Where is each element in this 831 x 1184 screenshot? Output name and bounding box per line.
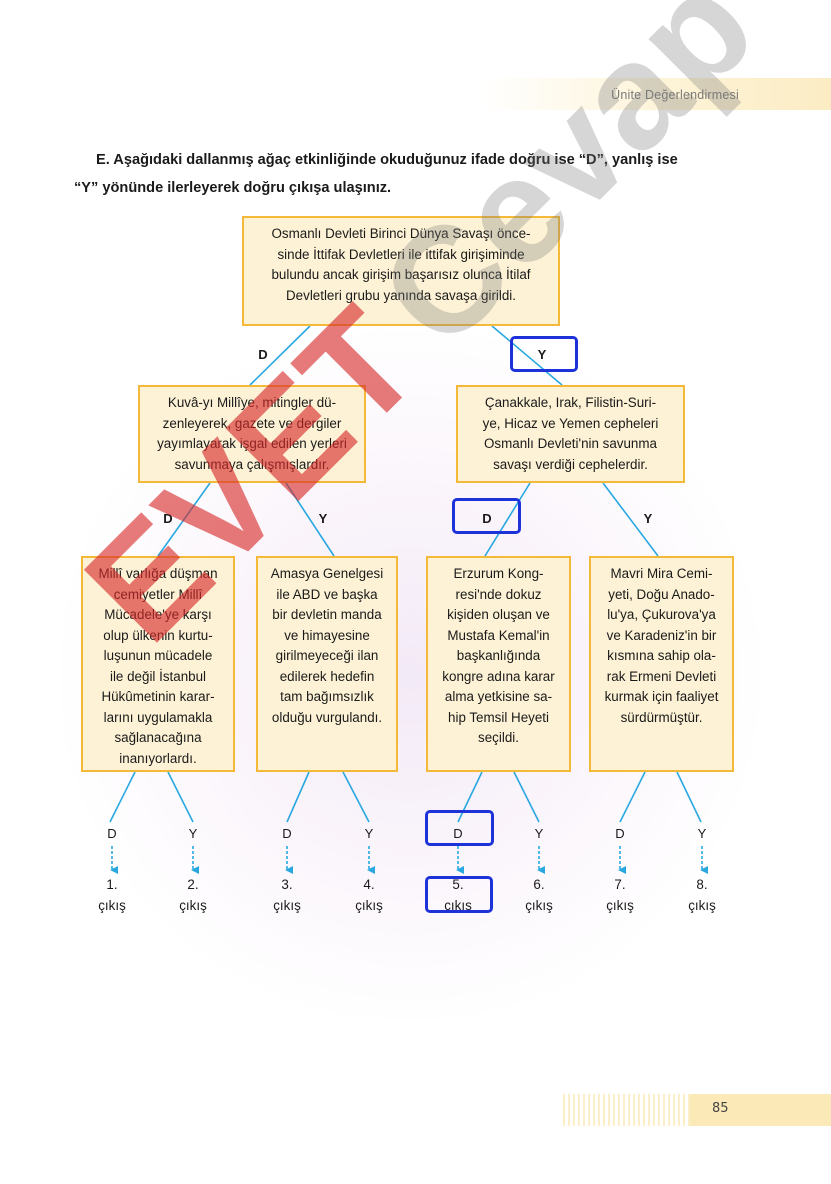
answer-highlight-root-y <box>510 336 578 372</box>
connector-exit-6 <box>513 771 540 823</box>
exit-branch-6: Y <box>534 826 544 841</box>
instruction-line-1: E. Aşağıdaki dallanmış ağaç etkinliğinde… <box>96 152 678 168</box>
connector-root-d <box>249 325 311 386</box>
branch-label-1b-d: D <box>482 511 492 526</box>
connector-l1b-d <box>484 482 531 557</box>
root-statement-box: Osmanlı Devleti Birinci Dünya Savaşı önc… <box>242 216 560 326</box>
branch-label-root-d: D <box>258 347 268 362</box>
connector-exit-3 <box>286 771 310 823</box>
branch-label-1a-y: Y <box>318 511 328 526</box>
exit-branch-7: D <box>615 826 625 841</box>
connector-l1a-y <box>285 482 335 557</box>
statement-box-2c: Erzurum Kong- resi'nde dokuz kişiden olu… <box>426 556 571 772</box>
section-title: Ünite Değerlendirmesi <box>611 88 739 102</box>
connector-exit-5 <box>457 771 483 823</box>
footer-band-solid <box>690 1094 831 1126</box>
exit-branch-2: Y <box>188 826 198 841</box>
connector-l1b-y <box>602 482 659 557</box>
connector-exit-7 <box>619 771 646 823</box>
exit-8: 8. çıkış <box>688 877 716 913</box>
branch-label-1a-d: D <box>163 511 173 526</box>
answer-highlight-exit-5 <box>425 876 493 913</box>
exit-branch-4: Y <box>364 826 374 841</box>
connector-exit-4 <box>342 771 370 823</box>
connector-l1a-d <box>157 482 211 557</box>
exit-5: 5. çıkış <box>444 877 472 913</box>
connector-exit-8 <box>676 771 702 823</box>
header-band <box>480 78 831 110</box>
connector-exit-2 <box>167 771 194 823</box>
statement-box-1a: Kuvâ-yı Millîye, mitingler dü- zenleyere… <box>138 385 366 483</box>
exit-6: 6. çıkış <box>525 877 553 913</box>
branch-label-1b-y: Y <box>643 511 653 526</box>
exit-4: 4. çıkış <box>355 877 383 913</box>
statement-box-2d: Mavri Mira Cemi- yeti, Doğu Anado- lu'ya… <box>589 556 734 772</box>
branch-label-root-y: Y <box>537 347 547 362</box>
answer-highlight-exit-d <box>425 810 494 846</box>
exit-branch-8: Y <box>697 826 707 841</box>
instruction-line-2: “Y” yönünde ilerleyerek doğru çıkışa ula… <box>74 180 392 196</box>
exit-branch-5: D <box>453 826 463 841</box>
exit-2: 2. çıkış <box>179 877 207 913</box>
exit-7: 7. çıkış <box>606 877 634 913</box>
exit-branch-1: D <box>107 826 117 841</box>
statement-box-2b: Amasya Genelgesi ile ABD ve başka bir de… <box>256 556 398 772</box>
connector-root-y <box>491 325 563 386</box>
connector-exit-1 <box>109 771 136 823</box>
statement-box-1b: Çanakkale, Irak, Filistin-Suri- ye, Hica… <box>456 385 685 483</box>
statement-box-2a: Millî varlığa düşman cemiyetler Millî Mü… <box>81 556 235 772</box>
instruction: E. Aşağıdaki dallanmış ağaç etkinliğinde… <box>74 146 754 202</box>
page-number: 85 <box>712 1101 729 1116</box>
exit-1: 1. çıkış <box>98 877 126 913</box>
exit-3: 3. çıkış <box>273 877 301 913</box>
exit-branch-3: D <box>282 826 292 841</box>
answer-highlight-1b-d <box>452 498 521 534</box>
